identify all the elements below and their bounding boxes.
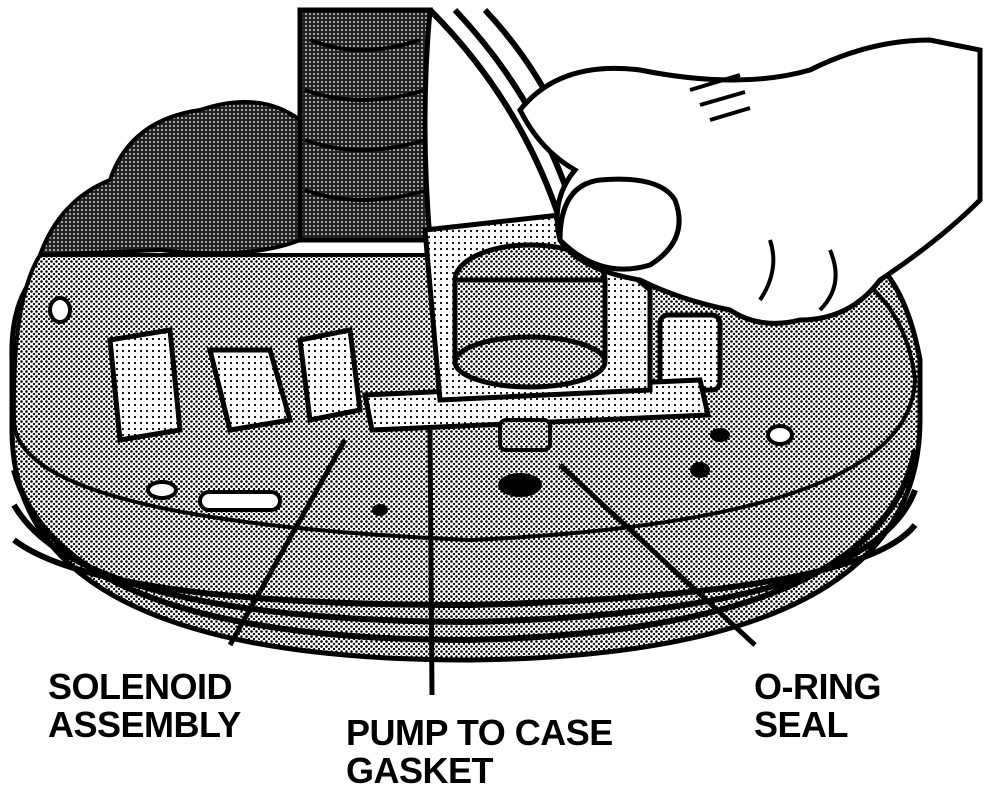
oring-label-line2: SEAL [754, 704, 849, 745]
case-casting [37, 7, 433, 258]
oring-label-line1: O-RING [754, 666, 882, 707]
solenoid-label-line1: SOLENOID [48, 666, 233, 707]
oring-leader [558, 463, 757, 647]
gasket-leader [427, 429, 435, 696]
solenoid-leader [227, 438, 348, 647]
hand [517, 37, 983, 326]
face-details [48, 296, 794, 516]
gasket-label-line2: GASKET [346, 750, 494, 791]
solenoid-label-line2: ASSEMBLY [48, 704, 241, 745]
leader-lines [227, 429, 757, 696]
gasket-label-line1: PUMP TO CASE [346, 712, 613, 753]
pump-to-case-gasket-label: PUMP TO CASE GASKET [346, 714, 613, 790]
solenoid-assembly-label: SOLENOID ASSEMBLY [48, 668, 241, 744]
o-ring-seal-label: O-RING SEAL [754, 666, 882, 745]
